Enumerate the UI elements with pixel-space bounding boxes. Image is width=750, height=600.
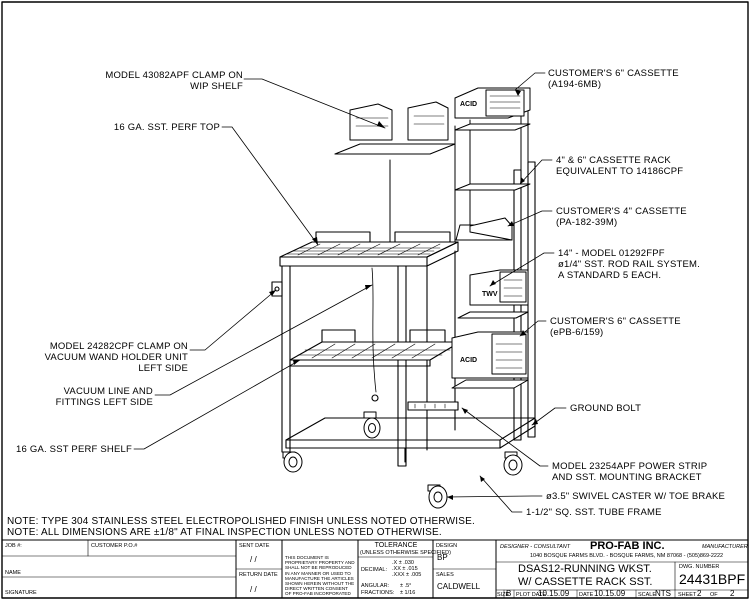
caster [427,484,448,509]
sent-date-label: SENT DATE [239,543,270,549]
callout-vacuum-line: VACUUM LINE AND FITTINGS LEFT SIDE [55,386,153,408]
callout-caster: ø3.5" SWIVEL CASTER W/ TOE BRAKE [546,491,726,502]
callout-rod-rail: 14" - MODEL 01292FPF ø1/4" SST. ROD RAIL… [558,248,700,281]
callout-cassette-4: CUSTOMER'S 4" CASSETTE (PA-182-39M) [556,206,687,228]
decimal-label: DECIMAL: [361,567,387,573]
angular-label: ANGULAR: [361,583,390,589]
plot-date: 10.15.09 [538,589,570,598]
name-label: NAME [5,570,21,576]
fractions-label: FRACTIONS: [361,590,395,596]
size-value: B [506,589,512,598]
cassette-mark-twv: TWV [482,291,498,298]
sales-value: CALDWELL [437,582,481,591]
tolerance-title: TOLERANCE [374,542,418,549]
sheet-total: 2 [730,589,735,598]
drawing-title-line2: W/ CASSETTE RACK SST. [518,576,653,588]
decimal-tol-1: .X ± .030 [392,560,414,566]
tolerance-subtitle: (UNLESS OTHERWISE SPECIFIED) [360,550,451,556]
drawing-title-line1: DSAS12-RUNNING WKST. [518,563,652,575]
decimal-tol-2: .XX ± .015 [392,566,418,572]
callout-cassette-6a: CUSTOMER'S 6" CASSETTE (A194-6MB) [548,68,679,90]
plot-date-label: PLOT DATE [516,592,547,598]
job-label: JOB #: [5,543,22,549]
callout-cassette-6b: CUSTOMER'S 6" CASSETTE (ePB-6/159) [550,316,681,338]
customer-po-label: CUSTOMER P.O.# [91,543,138,549]
callout-perf-top: 16 GA. SST. PERF TOP [113,122,220,133]
return-date-value: / / [250,585,257,594]
design-label: DESIGN [436,543,458,549]
caster [503,451,523,476]
sent-date-value: / / [250,555,257,564]
dwg-number-label: DWG. NUMBER [679,564,720,570]
callout-ground-bolt: GROUND BOLT [570,403,642,414]
title-block-grid [1,539,749,599]
caster [282,451,303,473]
cassette-mark-acid: ACID [460,101,477,108]
date-label: DATE [579,592,594,598]
scale-value: NTS [655,589,671,598]
angular-value: ± .5° [400,583,412,589]
callout-cassette-rack: 4" & 6" CASSETTE RACK EQUIVALENT TO 1418… [556,155,684,177]
designer-tag: DESIGNER - CONSULTANT [500,544,571,550]
proprietary-notice: THIS DOCUMENT IS PROPRIETARY PROPERTY AN… [285,555,355,597]
caster [363,411,381,439]
size-label: SIZE [497,592,510,598]
decimal-tol-3: .XXX ± .005 [392,572,422,578]
company-name: PRO-FAB INC. [590,540,665,552]
leader-arrowheads [269,90,538,500]
signature-label: SIGNATURE [5,590,37,596]
fractions-value: ± 1/16 [400,590,416,596]
note-dimensions: NOTE: ALL DIMENSIONS ARE ±1/8" AT FINAL … [7,527,442,538]
callout-perf-shelf: 16 GA. SST PERF SHELF [16,444,132,455]
sales-label: SALES [436,572,454,578]
casters [282,411,523,509]
cassette-mark-acid-lower: ACID [460,357,477,364]
callout-clamp-vacuum: MODEL 24282CPF CLAMP ON VACUUM WAND HOLD… [44,341,188,374]
sheet-value: 2 [697,589,702,598]
note-finish: NOTE: TYPE 304 STAINLESS STEEL ELECTROPO… [7,516,475,527]
date-value: 10.15.09 [594,589,626,598]
manufacturer-tag: MANUFACTURER [702,544,748,550]
callout-tube-frame: 1-1/2" SQ. SST. TUBE FRAME [526,507,662,518]
callout-power-strip: MODEL 23254APF POWER STRIP AND SST. MOUN… [552,461,708,483]
return-date-label: RETURN DATE [239,572,278,578]
of-label: OF [710,592,718,598]
callout-clamp-wip: MODEL 43082APF CLAMP ON WIP SHELF [105,70,243,92]
scale-label: SCALE [638,592,657,598]
leader-lines [133,72,567,513]
company-address: 1040 BOSQUE FARMS BLVD. - BOSQUE FARMS, … [530,553,724,559]
sheet-label: SHEET [678,592,697,598]
design-value: BP [437,553,448,562]
dwg-number: 24431BPF [679,571,746,587]
